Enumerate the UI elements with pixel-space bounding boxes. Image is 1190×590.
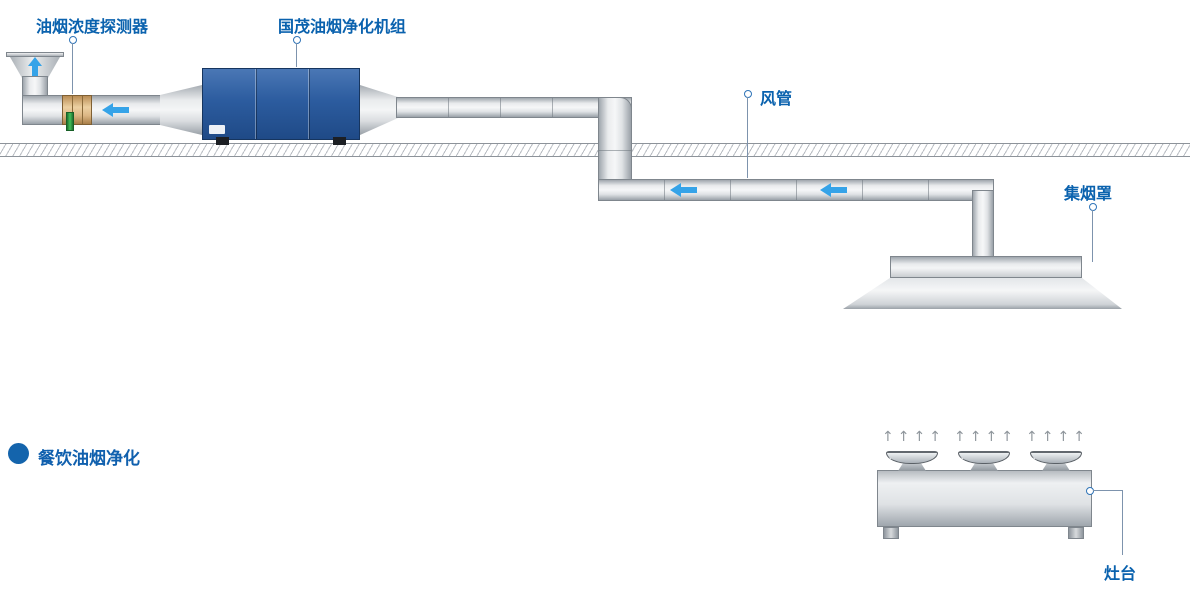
duct-upper-run <box>396 97 632 118</box>
unit-foot <box>333 137 346 145</box>
leader-line <box>296 43 297 67</box>
hood-flare <box>843 278 1122 309</box>
flow-arrow-icon <box>102 103 129 117</box>
purifier-unit <box>202 68 360 140</box>
arrow-head <box>670 183 681 197</box>
duct-joint-line <box>599 150 631 151</box>
arrow-head <box>102 103 113 117</box>
steam-arrows-icon: ↑↑↑↑ <box>882 429 945 445</box>
unit-panel-divider <box>308 69 309 139</box>
leader-dot <box>1089 203 1097 211</box>
hood-top <box>890 256 1082 278</box>
purifier-outlet-cone <box>360 85 398 135</box>
wok-pan <box>958 451 1010 464</box>
caption-text: 餐饮油烟净化 <box>38 449 140 469</box>
label-duct: 风管 <box>760 89 793 108</box>
flow-arrow-icon <box>820 183 847 197</box>
outlet-duct <box>22 95 164 125</box>
detector-probe <box>66 112 74 131</box>
unit-foot <box>216 137 229 145</box>
stove-leg <box>883 527 899 539</box>
duct-lower-run <box>598 179 994 201</box>
flow-arrow-icon <box>670 183 697 197</box>
label-stove: 灶台 <box>1104 564 1137 583</box>
leader-line <box>1092 210 1093 262</box>
purifier-logo-mark <box>209 125 225 134</box>
arrow-shaft <box>831 187 847 193</box>
leader-line <box>747 97 748 178</box>
label-hood: 集烟罩 <box>1064 184 1113 203</box>
label-purifier: 国茂油烟净化机组 <box>278 17 407 36</box>
arrow-head <box>820 183 831 197</box>
purifier-inlet-cone <box>160 85 202 135</box>
stove-leg <box>1068 527 1084 539</box>
hood-riser-duct <box>972 190 994 258</box>
leader-line <box>1122 490 1123 555</box>
burner-stand <box>970 463 998 471</box>
burner-stand <box>1042 463 1070 471</box>
arrow-shaft <box>113 107 129 113</box>
arrow-head <box>28 57 42 66</box>
unit-panel-divider <box>255 69 256 139</box>
leader-dot <box>293 36 301 44</box>
wok-pan <box>1030 451 1082 464</box>
caption-bullet <box>8 443 29 464</box>
arrow-shaft <box>681 187 697 193</box>
leader-dot <box>744 90 752 98</box>
stove-body <box>877 470 1092 527</box>
burner-stand <box>898 463 926 471</box>
exhaust-up-arrow-icon <box>28 57 42 77</box>
arrow-shaft <box>32 66 38 77</box>
leader-dot <box>69 36 77 44</box>
leader-line <box>72 43 73 94</box>
roof-line <box>0 143 1190 157</box>
label-detector: 油烟浓度探测器 <box>36 17 149 36</box>
steam-arrows-icon: ↑↑↑↑ <box>1026 429 1089 445</box>
fume-detector-device <box>62 95 92 125</box>
exhaust-vent-cap-lip <box>6 52 64 57</box>
wok-pan <box>886 451 938 464</box>
leader-dot <box>1086 487 1094 495</box>
steam-arrows-icon: ↑↑↑↑ <box>954 429 1017 445</box>
leader-line <box>1093 490 1123 491</box>
